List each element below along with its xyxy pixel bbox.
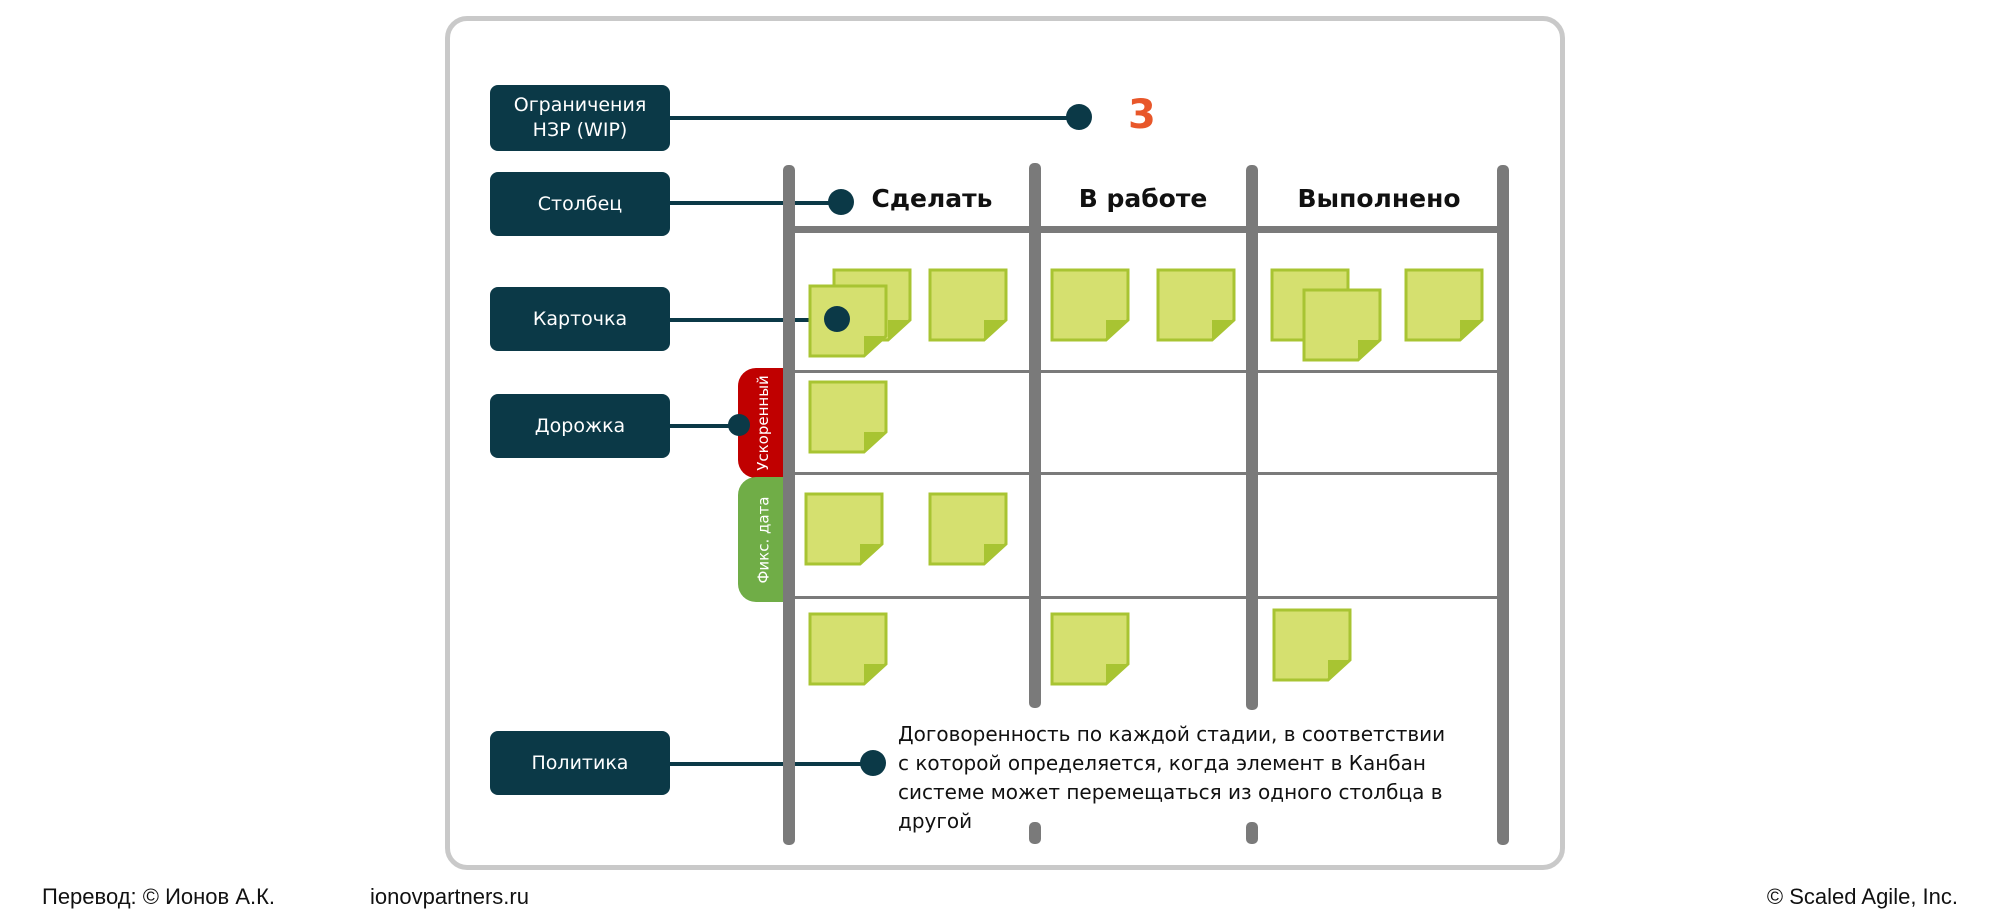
lane-divider-2 — [789, 472, 1503, 475]
kanban-card — [808, 612, 888, 686]
wip-dot — [1066, 104, 1092, 130]
lane-fixed-date: Фикс. дата — [738, 477, 788, 602]
board-line-2-stub — [1029, 822, 1041, 844]
policy-description: Договоренность по каждой стадии, в соотв… — [898, 722, 1446, 833]
wip-limit-value: 3 — [1128, 92, 1156, 138]
column-dot — [828, 189, 854, 215]
policy-label: Политика — [490, 731, 670, 795]
board-line-3 — [1246, 165, 1258, 710]
header-underline — [789, 226, 1501, 233]
lane-fixed-date-label: Фикс. дата — [754, 496, 772, 583]
kanban-card — [928, 492, 1008, 566]
policy-connector — [670, 762, 874, 766]
board-line-1 — [783, 165, 795, 845]
board-line-2 — [1029, 163, 1041, 708]
wip-connector — [670, 116, 1080, 120]
column-header-todo: Сделать — [871, 184, 993, 213]
wip-limit-label: Ограничения НЗР (WIP) — [490, 85, 670, 151]
footer-translation: Перевод: © Ионов А.К. — [42, 884, 276, 909]
board-line-4 — [1497, 165, 1509, 845]
kanban-card — [1050, 612, 1130, 686]
board-line-3-stub — [1246, 822, 1258, 844]
lane-expedite-label: Ускоренный — [754, 375, 772, 471]
lane-dot — [728, 414, 750, 436]
footer-copyright: © Scaled Agile, Inc. — [1766, 884, 1958, 909]
card-dot — [824, 306, 850, 332]
column-header-in-progress: В работе — [1078, 184, 1208, 213]
lane-divider-3 — [789, 596, 1503, 599]
column-header-done: Выполнено — [1297, 184, 1461, 213]
kanban-card — [1404, 268, 1484, 342]
lane-label: Дорожка — [490, 394, 670, 458]
footer-site: ionovpartners.ru — [370, 884, 529, 909]
lane-connector — [670, 424, 744, 428]
kanban-card — [1272, 608, 1352, 682]
kanban-card — [928, 268, 1008, 342]
column-connector — [670, 201, 840, 205]
kanban-card — [1302, 288, 1382, 362]
lane-divider-1 — [789, 370, 1503, 373]
kanban-card — [804, 492, 884, 566]
kanban-card — [808, 380, 888, 454]
kanban-card — [1156, 268, 1236, 342]
policy-dot — [860, 750, 886, 776]
kanban-card — [1050, 268, 1130, 342]
card-connector — [670, 318, 840, 322]
column-label: Столбец — [490, 172, 670, 236]
card-label: Карточка — [490, 287, 670, 351]
